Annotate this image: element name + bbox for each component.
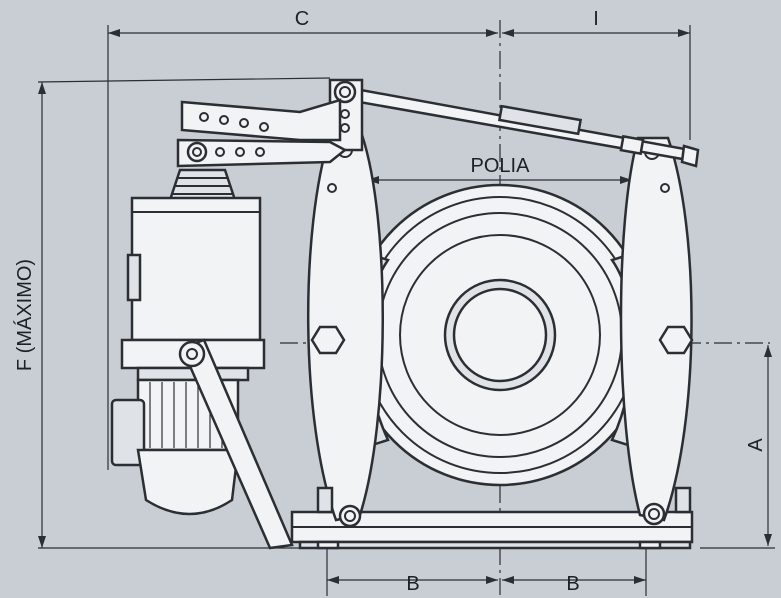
dimension-i: I xyxy=(502,8,691,140)
dimension-a: A xyxy=(700,345,775,549)
dimension-a-label: A xyxy=(745,438,767,452)
left-nut xyxy=(310,325,346,355)
dimension-c-label: C xyxy=(295,8,309,30)
right-spring xyxy=(674,486,692,514)
dimension-f-label: F (MÁXIMO) xyxy=(13,259,36,371)
upper-lever xyxy=(180,98,342,142)
dimension-c: C xyxy=(107,8,498,470)
tie-rod xyxy=(346,86,700,168)
right-nut xyxy=(658,325,694,355)
dimension-polia-label: POLIA xyxy=(471,155,531,177)
thruster-cylinder xyxy=(130,196,262,342)
dimension-b-left-label: B xyxy=(406,573,419,595)
lower-lever xyxy=(176,138,348,168)
dimension-f: F (MÁXIMO) xyxy=(13,77,331,549)
terminal-box xyxy=(110,398,146,467)
right-brake-arm xyxy=(619,136,693,522)
pulley xyxy=(343,183,656,487)
dimension-b-right-label: B xyxy=(566,573,579,595)
dimension-b: B B xyxy=(326,548,647,596)
dimension-i-label: I xyxy=(593,8,599,30)
left-spring xyxy=(316,486,334,514)
